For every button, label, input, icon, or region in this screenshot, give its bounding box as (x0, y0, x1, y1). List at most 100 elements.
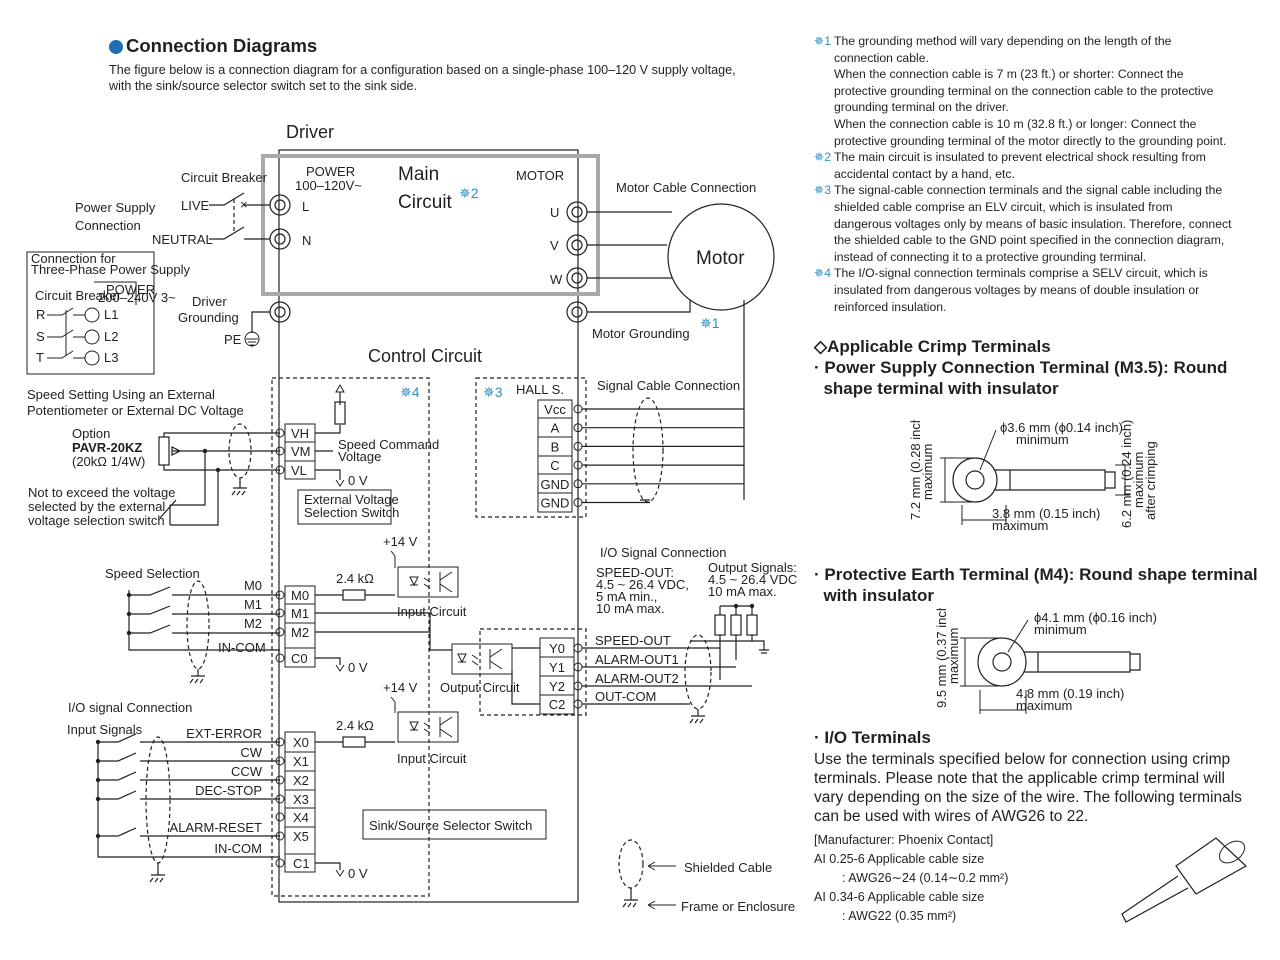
wire-dot (733, 603, 739, 609)
note-line: insulated from dangerous voltages by mea… (834, 282, 1200, 297)
sink-source-switch-box (362, 809, 547, 840)
terminal-motor-ground (566, 301, 588, 323)
hole-dim: ϕ3.6 mm (ϕ0.14 inch) (1000, 420, 1123, 435)
terminal-n-inner (274, 233, 286, 245)
note-line: The signal-cable connection terminals an… (834, 183, 1223, 198)
optocoupler-2-inner (409, 716, 453, 738)
terminal-dividers (285, 441, 315, 462)
note-line: connection cable. (834, 50, 929, 65)
m-terminal-block (284, 585, 316, 668)
main-circuit-box (261, 154, 600, 296)
ferrule-opening (1218, 840, 1246, 864)
ring-terminal-icon (977, 637, 1141, 687)
x-terminal (275, 756, 285, 766)
output-signals-spec-line: Output Signals: (708, 560, 797, 575)
ferrule-sleeve (1121, 875, 1189, 923)
terminal-v-inner (571, 239, 583, 251)
terminal-l2 (84, 329, 100, 345)
pe-terminal-title: with insulator (814, 586, 934, 605)
length-dim: maximum (1016, 698, 1072, 713)
m-terminal-label: M1 (291, 606, 309, 621)
terminal-l1 (84, 307, 100, 323)
terminal-vh (275, 428, 285, 438)
neutral-wire (209, 226, 270, 240)
three-phase-l1: L1 (104, 307, 118, 322)
three-phase-s: S (36, 329, 45, 344)
legend-arrow (647, 900, 676, 910)
legend-shield-icon (618, 839, 644, 889)
note-line: protective grounding terminal of the mot… (834, 133, 1227, 148)
control-circuit-label: Control Circuit (368, 346, 482, 366)
main-circuit-label: Circuit (398, 192, 453, 213)
length-dim: 4.8 mm (0.19 inch) (1016, 686, 1124, 701)
dim-lines (940, 429, 1130, 525)
hall-label: HALL S. (516, 382, 564, 397)
io-signal-connection-label: I/O Signal Connection (600, 545, 726, 560)
io-switch (98, 790, 280, 800)
output-shield-ground (689, 709, 705, 724)
note-mark: ✵1 (814, 34, 831, 48)
zero-v-label: 0 V (348, 473, 368, 488)
three-phase-t: T (36, 350, 44, 365)
signal-shield-ellipse (632, 397, 664, 503)
driver-grounding-label: Grounding (178, 310, 239, 325)
x-terminal-label: X2 (293, 773, 309, 788)
speed-selection-label: Speed Selection (105, 566, 200, 581)
option-label: Option (72, 426, 110, 441)
motor-grounding-label: Motor Grounding (592, 326, 690, 341)
terminal-vm (275, 446, 285, 456)
note-line: protective grounding terminal on the con… (834, 83, 1214, 98)
pe-terminal-title: · Protective Earth Terminal (M4): Round … (814, 565, 1258, 584)
terminal-w (566, 267, 588, 289)
output-wires (429, 613, 540, 705)
wire-dot (749, 603, 755, 609)
speed-input-label: M1 (244, 597, 262, 612)
terminal-motor-ground-inner (571, 306, 583, 318)
speed-setting-label: Speed Setting Using an External (27, 387, 215, 402)
y-terminal-label: Y2 (549, 679, 565, 694)
m-terminal (275, 590, 285, 600)
y-terminal-label: Y1 (549, 660, 565, 675)
dc-source-wires (170, 451, 219, 526)
x-terminal (275, 737, 285, 747)
input-signals-label: Input Signals (67, 722, 143, 737)
wire-dot (95, 739, 101, 745)
note-line: the shielded cable to the GND point spec… (834, 233, 1225, 248)
speed-out-spec-line: SPEED-OUT: (596, 565, 674, 580)
description-line: with the sink/source selector switch set… (109, 79, 417, 93)
note-line: The main circuit is insulated to prevent… (834, 150, 1206, 165)
motor-wires (587, 211, 672, 279)
output-shield-ellipse (684, 634, 712, 710)
y-signal-label: SPEED-OUT (595, 633, 671, 648)
speed-command-label: Speed Command (338, 437, 439, 452)
zero-v-label: 0 V (348, 866, 368, 881)
driver-label: Driver (286, 122, 334, 142)
terminal-l-inner (274, 199, 286, 211)
three-phase-wires (47, 281, 137, 359)
plus14-label: +14 V (383, 534, 418, 549)
power-label: POWER (306, 164, 355, 179)
external-voltage-switch-label: Selection Switch (304, 505, 399, 520)
three-phase-voltage: 200–240V 3~ (98, 290, 176, 305)
sink-source-switch-label: Sink/Source Selector Switch (369, 818, 532, 833)
dim-lines (960, 619, 1029, 714)
legend-shielded-label: Shielded Cable (684, 860, 772, 875)
page-title: Connection Diagrams (126, 35, 318, 56)
shield-ground (231, 478, 247, 496)
x-input-bus (315, 741, 395, 870)
three-phase-inset (26, 251, 155, 375)
right-dim: after crimping (1143, 441, 1158, 520)
hall-pin-label: GND (541, 496, 570, 511)
pe-wire (251, 311, 270, 333)
main-circuit-label: Main (398, 164, 439, 185)
selv-box (271, 377, 430, 897)
legend-arrow (647, 861, 676, 871)
load-resistor (730, 614, 742, 636)
io-input-label: CW (240, 745, 262, 760)
terminal-v-label: V (550, 238, 559, 253)
zero-v-label: 0 V (348, 660, 368, 675)
